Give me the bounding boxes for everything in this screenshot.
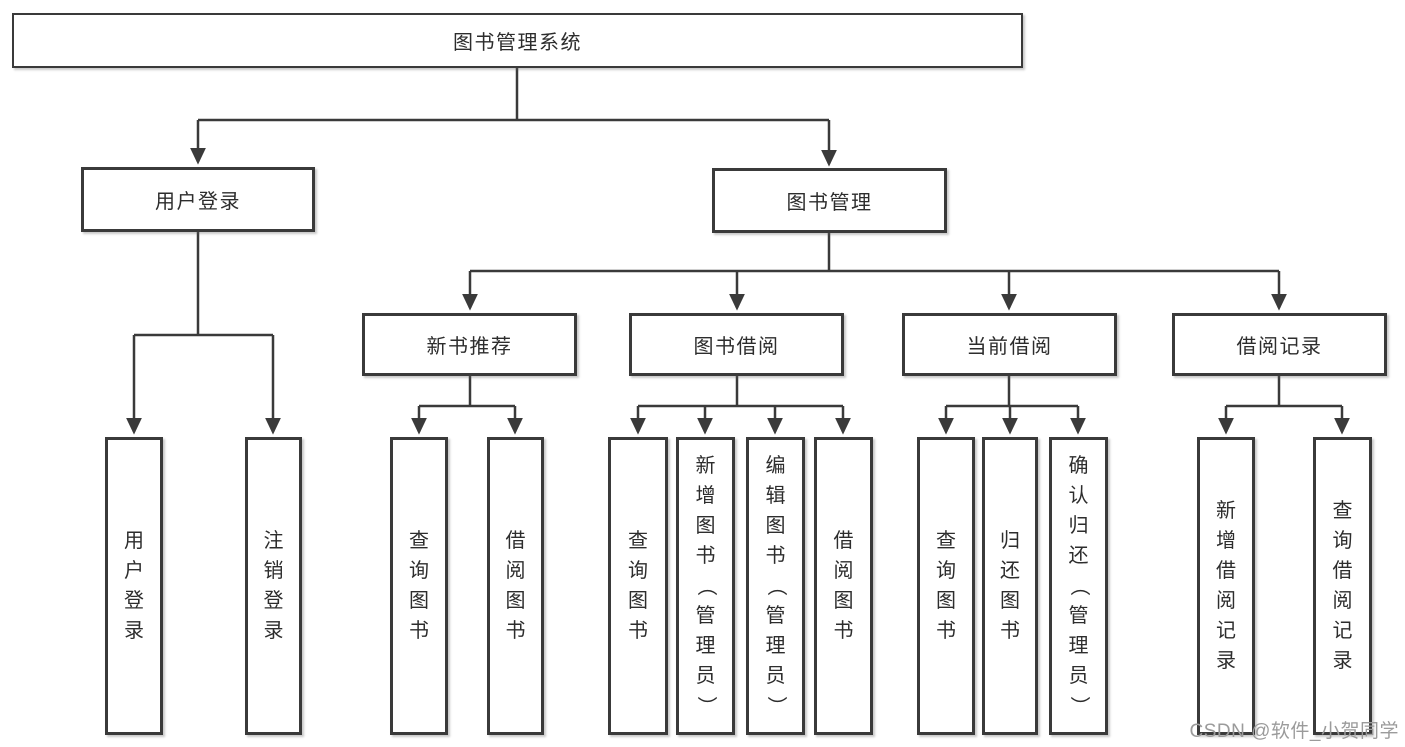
leaf-add-borrow-record: 新增借阅记录 xyxy=(1197,437,1255,735)
node-current-borrow: 当前借阅 xyxy=(902,313,1117,376)
leaf-query-books-2: 查询图书 xyxy=(608,437,668,735)
node-library-management-system: 图书管理系统 xyxy=(12,13,1023,68)
node-label: 当前借阅 xyxy=(966,336,1053,358)
leaf-return-book: 归还图书 xyxy=(982,437,1038,735)
connector-current-borrow-rail xyxy=(946,376,1078,408)
node-label: 查询图书 xyxy=(628,530,648,642)
node-label: 图书借阅 xyxy=(693,336,780,358)
node-label: 用户登录 xyxy=(124,530,144,642)
node-user-login: 用户登录 xyxy=(81,167,315,232)
node-borrow-records: 借阅记录 xyxy=(1172,313,1387,376)
node-label: 借阅图书 xyxy=(833,530,854,642)
node-label: 图书管理系统 xyxy=(453,32,582,54)
node-new-book-recommend: 新书推荐 xyxy=(362,313,577,376)
connector-root-rail xyxy=(198,68,829,122)
node-label: 借阅图书 xyxy=(505,530,526,642)
connector-book-borrow-rail xyxy=(638,376,843,408)
node-label: 查询图书 xyxy=(409,530,429,642)
node-label: 归还图书 xyxy=(1000,530,1020,642)
leaf-edit-book-admin: 编辑图书（管理员） xyxy=(746,437,805,735)
connector-borrow-record-rail xyxy=(1226,376,1342,408)
connector-new-book-rail xyxy=(419,376,515,408)
leaf-query-borrow-record: 查询借阅记录 xyxy=(1313,437,1372,735)
node-label: 确认归还（管理员） xyxy=(1067,455,1090,716)
node-label: 借阅记录 xyxy=(1236,336,1323,358)
leaf-query-books-3: 查询图书 xyxy=(917,437,975,735)
node-label: 新书推荐 xyxy=(426,336,513,358)
node-label: 查询图书 xyxy=(936,530,956,642)
node-label: 图书管理 xyxy=(786,192,873,214)
leaf-logout: 注销登录 xyxy=(245,437,302,735)
node-label: 注销登录 xyxy=(263,530,284,642)
node-book-management: 图书管理 xyxy=(712,168,947,233)
leaf-borrow-books-2: 借阅图书 xyxy=(814,437,873,735)
node-label: 用户登录 xyxy=(155,191,241,213)
leaf-confirm-return-admin: 确认归还（管理员） xyxy=(1049,437,1108,735)
leaf-add-book-admin: 新增图书（管理员） xyxy=(676,437,735,735)
node-label: 新增图书（管理员） xyxy=(694,455,717,716)
leaf-borrow-books-1: 借阅图书 xyxy=(487,437,544,735)
connector-user-login-rail xyxy=(134,232,273,337)
node-book-borrow: 图书借阅 xyxy=(629,313,844,376)
node-label: 编辑图书（管理员） xyxy=(764,455,787,716)
node-label: 查询借阅记录 xyxy=(1332,500,1353,672)
node-label: 新增借阅记录 xyxy=(1216,500,1236,672)
connector-book-management-rail xyxy=(470,233,1279,273)
leaf-user-login: 用户登录 xyxy=(105,437,163,735)
csdn-watermark: CSDN @软件_小贺同学 xyxy=(1189,721,1399,742)
leaf-query-books-1: 查询图书 xyxy=(390,437,448,735)
